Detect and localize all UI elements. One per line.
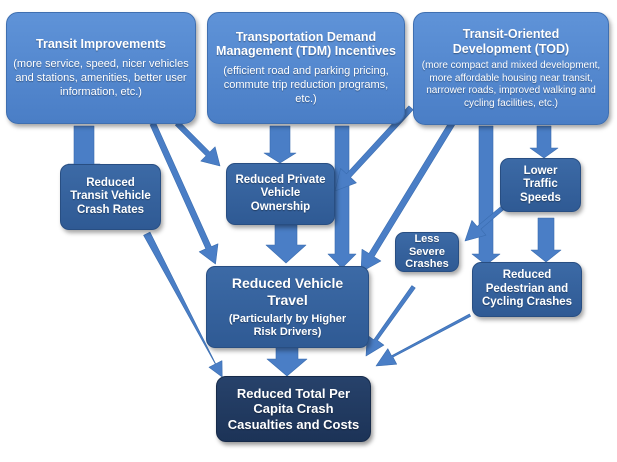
tdm-incentives-title: Transportation Demand Management (TDM) I…	[216, 29, 396, 59]
reduced-travel-detail: (Particularly by Higher Risk Drivers)	[228, 313, 347, 339]
arrow-transit-crash-to-total	[143, 231, 223, 378]
tod-detail: (more compact and mixed development, mor…	[421, 60, 601, 109]
arrow-lower-speeds-to-ped-crashes	[530, 217, 562, 263]
reduced-ownership-title: Reduced Private Vehicle Ownership	[235, 173, 326, 213]
arrow-ownership-to-travel	[265, 224, 307, 264]
transit-improvements-box: Transit Improvements (more service, spee…	[6, 12, 196, 124]
reduced-ownership-box: Reduced Private Vehicle Ownership	[226, 163, 335, 225]
arrow-tdm-to-ownership	[263, 125, 297, 164]
arrow-transit-to-travel	[149, 122, 219, 265]
arrow-tod-to-lower-speeds	[529, 125, 559, 159]
arrow-tod-to-ped-crashes	[471, 125, 501, 266]
reduced-total-title: Reduced Total Per Capita Crash Casualtie…	[227, 386, 360, 432]
reduced-travel-box: Reduced Vehicle Travel (Particularly by …	[206, 266, 369, 348]
lower-speeds-title: Lower Traffic Speeds	[520, 164, 561, 204]
arrow-transit-to-ownership	[175, 121, 221, 167]
reduced-ped-cycle-box: Reduced Pedestrian and Cycling Crashes	[472, 262, 582, 317]
reduced-transit-crash-box: Reduced Transit Vehicle Crash Rates	[60, 164, 161, 230]
arrow-tod-to-travel	[360, 118, 457, 273]
less-severe-box: Less Severe Crashes	[395, 232, 459, 272]
reduced-ped-cycle-title: Reduced Pedestrian and Cycling Crashes	[481, 269, 573, 309]
transit-improvements-title: Transit Improvements	[36, 36, 166, 51]
arrow-ped-crashes-to-total	[375, 313, 471, 367]
less-severe-title: Less Severe Crashes	[405, 232, 449, 271]
arrow-travel-to-total	[266, 346, 308, 377]
tod-title: Transit-Oriented Development (TOD)	[452, 26, 570, 56]
tdm-incentives-box: Transportation Demand Management (TDM) I…	[207, 12, 405, 124]
arrow-less-severe-to-total	[365, 285, 416, 357]
reduced-transit-crash-title: Reduced Transit Vehicle Crash Rates	[70, 176, 151, 216]
tdm-incentives-detail: (efficient road and parking pricing, com…	[223, 65, 389, 106]
reduced-travel-title: Reduced Vehicle Travel	[231, 275, 344, 308]
reduced-total-box: Reduced Total Per Capita Crash Casualtie…	[216, 376, 371, 442]
transit-improvements-detail: (more service, speed, nicer vehicles and…	[13, 58, 189, 99]
lower-speeds-box: Lower Traffic Speeds	[500, 158, 581, 212]
tod-box: Transit-Oriented Development (TOD) (more…	[413, 12, 609, 125]
arrow-lower-speeds-to-less-severe	[464, 204, 507, 242]
arrow-tdm-to-travel	[327, 125, 357, 269]
